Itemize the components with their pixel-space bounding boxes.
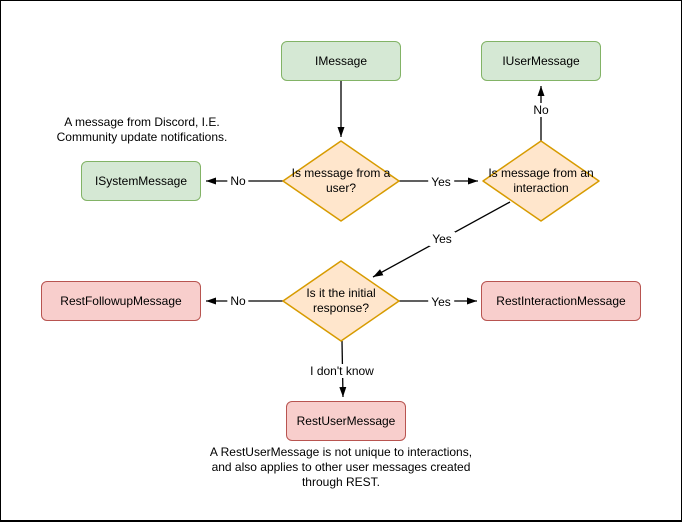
edge-label-user-yes: Yes: [428, 175, 454, 189]
decision-initial-response-shape: [282, 260, 400, 342]
node-restfollowupmessage: RestFollowupMessage: [41, 281, 201, 321]
decision-from-user-shape: [282, 140, 400, 222]
node-restusermessage: RestUserMessage: [286, 401, 406, 441]
node-iusermessage: IUserMessage: [481, 41, 601, 81]
edge-label-user-no: No: [227, 174, 249, 188]
decision-from-interaction-shape: [482, 140, 600, 222]
edge-label-initial-no: No: [227, 294, 249, 308]
edge-label-interaction-no: No: [530, 103, 552, 117]
node-restinteractionmessage: RestInteractionMessage: [481, 281, 641, 321]
edge-label-initial-unknown: I don't know: [307, 364, 377, 378]
node-imessage: IMessage: [281, 41, 401, 81]
edge-label-initial-yes: Yes: [428, 295, 454, 309]
node-isystemmessage: ISystemMessage: [81, 161, 201, 201]
annotation-system-message: A message from Discord, I.E. Community u…: [56, 115, 228, 144]
edge-label-interaction-yes: Yes: [429, 232, 455, 246]
annotation-rest-user-message: A RestUserMessage is not unique to inter…: [209, 445, 473, 489]
